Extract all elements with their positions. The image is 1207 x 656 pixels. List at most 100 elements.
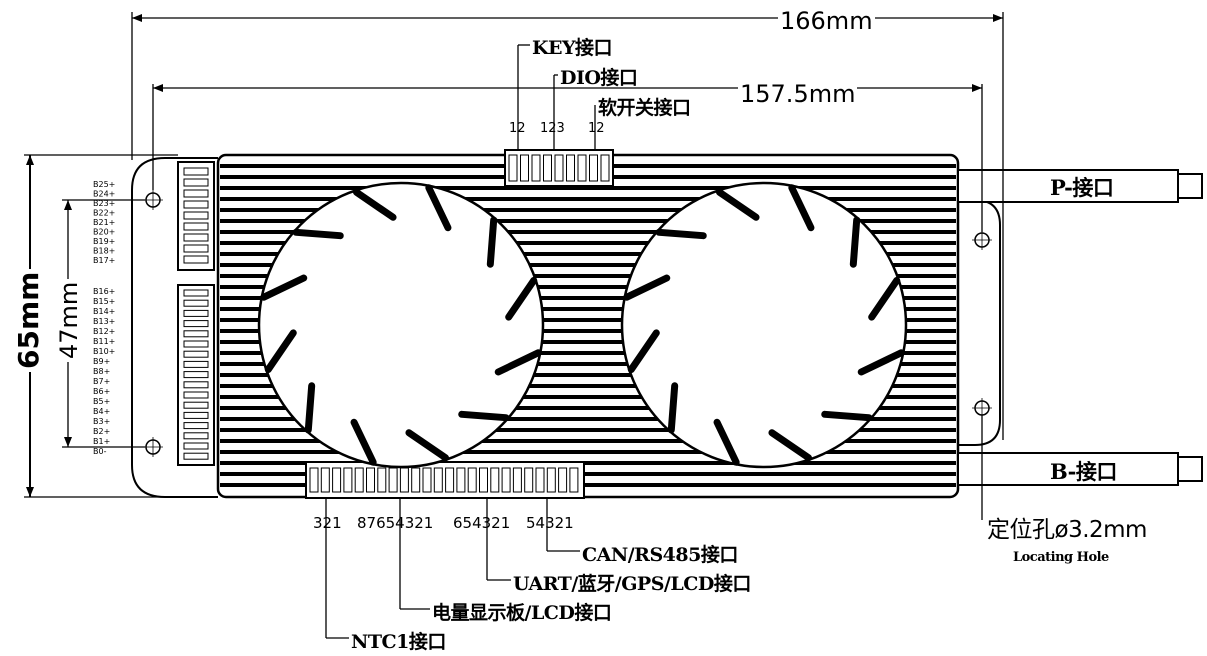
top-connector-pin: [554, 154, 564, 182]
locating-hole-label: 定位孔ø3.2mm: [987, 517, 1147, 543]
ntc1-connector-label: NTC1接口: [351, 631, 446, 653]
fan-fin: [667, 382, 679, 434]
fan-fin: [788, 184, 815, 232]
lower-connector-pin: [183, 391, 209, 399]
lower-connector-pin: [183, 360, 209, 368]
bottom-connector-pin: [501, 467, 511, 493]
balance-lead-label: B9+: [93, 357, 110, 366]
balance-lead-label: B0-: [93, 447, 107, 456]
display-connector-label: 电量显示板/LCD接口: [432, 602, 612, 624]
dim-arrow: [153, 84, 163, 92]
bottom-connector-pin: [433, 467, 443, 493]
lower-connector-pin: [183, 442, 209, 450]
balance-lead-label: B17+: [93, 256, 115, 265]
bottom-connector-pin: [366, 467, 375, 493]
dim-arrow: [26, 155, 34, 165]
fan-cutout: [257, 181, 545, 469]
bottom-connector-pin: [546, 467, 556, 493]
balance-lead-label: B22+: [93, 209, 115, 218]
upper-connector-pin: [183, 200, 209, 209]
soft-switch-connector-label: 软开关接口: [598, 97, 691, 119]
balance-lead-label: B14+: [93, 307, 115, 316]
top-connector-block: [504, 149, 614, 187]
lower-connector-pin: [183, 350, 209, 358]
fan-fin: [857, 349, 905, 376]
bottom-connector-pin: [456, 467, 466, 493]
balance-lead-label: B24+: [93, 190, 115, 199]
lower-connector-pin: [183, 432, 209, 440]
bottom-connector-pin: [320, 467, 330, 493]
balance-lead-labels: B25+B24+B23+B22+B21+B20+B19+B18+B17+B16+…: [93, 180, 115, 456]
lower-connector-pin: [183, 452, 209, 460]
bottom-connector-pin: [558, 467, 568, 493]
fan-fin: [821, 410, 873, 422]
display-pin-numbers: 87654321: [357, 514, 434, 532]
balance-lead-label: B25+: [93, 180, 115, 189]
top-connector-pin: [589, 154, 598, 182]
top-connector-pin: [543, 154, 552, 182]
fan-fin: [713, 418, 740, 466]
balance-lead-label: B21+: [93, 218, 115, 227]
fan-fin: [627, 329, 660, 374]
upper-connector-pin: [183, 233, 209, 242]
top-connector-pin: [600, 154, 610, 182]
upper-connector-pin: [183, 178, 209, 187]
dim-arrow: [64, 437, 72, 447]
balance-lead-label: B1+: [93, 437, 110, 446]
ntc1-pin-numbers: 321: [313, 514, 342, 532]
balance-lead-label: B15+: [93, 297, 115, 306]
uart-pin-numbers: 654321: [453, 514, 511, 532]
lower-connector-pin: [183, 309, 209, 317]
top-connector-pin: [508, 154, 518, 182]
upper-balance-connector: [177, 161, 215, 271]
bottom-connector-pin: [422, 467, 432, 493]
top-connector-pin: [531, 154, 541, 182]
lower-connector-pin: [183, 340, 209, 348]
fan-fin: [623, 274, 671, 301]
fan-fin: [868, 276, 901, 321]
fan-fin: [292, 228, 344, 240]
fan-fin: [405, 429, 450, 462]
bottom-connector-pin: [479, 467, 488, 493]
upper-connector-pin: [183, 222, 209, 231]
fan-fin: [768, 429, 813, 462]
key-pin-numbers: 12: [509, 121, 526, 136]
bottom-connector-pin: [445, 467, 455, 493]
fan-fin: [260, 274, 308, 301]
balance-lead-label: B7+: [93, 377, 110, 386]
balance-lead-label: B18+: [93, 247, 115, 256]
b-cable-terminal: [1177, 456, 1203, 482]
fan-fin: [494, 349, 542, 376]
balance-lead-label: B3+: [93, 417, 110, 426]
fan-fin: [350, 418, 377, 466]
balance-lead-label: B19+: [93, 237, 115, 246]
balance-lead-label: B2+: [93, 427, 110, 436]
locating-hole-english-label: Locating Hole: [1013, 550, 1109, 565]
balance-lead-label: B4+: [93, 407, 110, 416]
lower-connector-pin: [183, 422, 209, 430]
bottom-connector-pin: [467, 467, 477, 493]
bottom-connector-pin: [332, 467, 342, 493]
key-connector-label: KEY接口: [532, 37, 613, 59]
lower-connector-pin: [183, 401, 209, 409]
top-connector-pin: [577, 154, 587, 182]
balance-lead-label: B11+: [93, 337, 115, 346]
lower-connector-pin: [183, 289, 209, 297]
dim-arrow: [132, 14, 142, 22]
overall-width-dimension: 166mm: [778, 7, 875, 35]
lower-connector-pin: [183, 299, 209, 307]
dim-arrow: [993, 14, 1003, 22]
fan-fin: [505, 276, 538, 321]
fan-fin: [715, 188, 760, 221]
balance-lead-label: B20+: [93, 228, 115, 237]
hole-spacing-dimension: 157.5mm: [738, 80, 858, 108]
can-connector-label: CAN/RS485接口: [582, 544, 738, 566]
upper-connector-pin: [183, 211, 209, 220]
can-pin-numbers: 54321: [526, 514, 574, 532]
balance-lead-label: B6+: [93, 387, 110, 396]
left-flange: [131, 157, 218, 498]
lower-connector-pin: [183, 330, 209, 338]
bottom-connector-pin: [377, 467, 387, 493]
bottom-connector-block: [305, 461, 585, 499]
dim-arrow: [64, 200, 72, 210]
